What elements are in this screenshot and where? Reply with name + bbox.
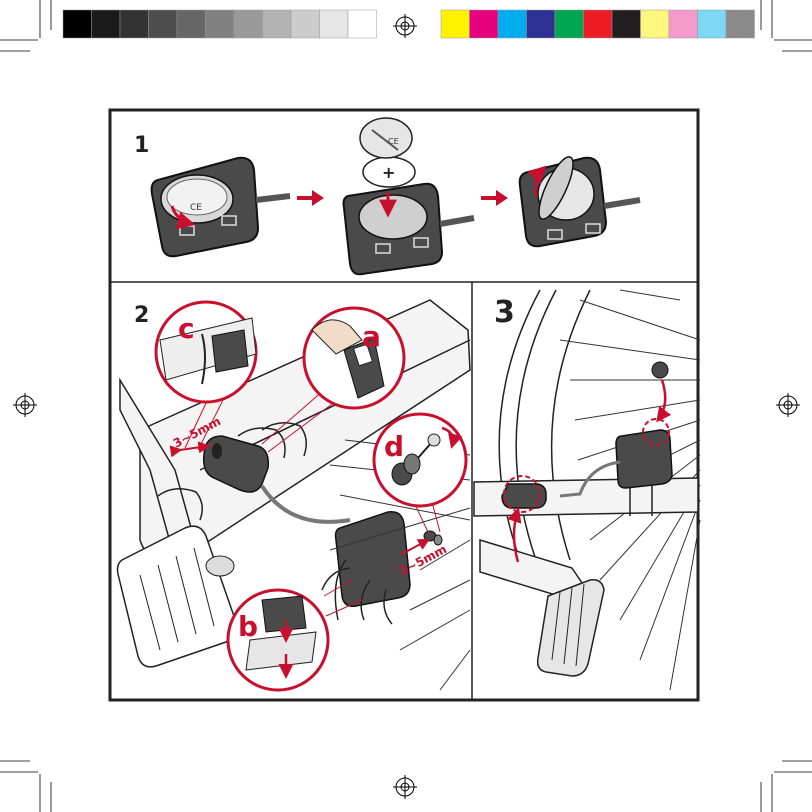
battery-plus-sign: + <box>382 163 395 182</box>
ce-mark-2: CE <box>388 137 399 146</box>
color-swatch <box>206 10 235 38</box>
color-swatch <box>348 10 377 38</box>
step-2-number: 2 <box>134 303 149 328</box>
color-swatch <box>555 10 584 38</box>
color-swatch <box>584 10 613 38</box>
color-swatch <box>92 10 121 38</box>
callout-label-b: b <box>238 610 258 643</box>
step-1-number: 1 <box>134 133 149 158</box>
ce-mark-1: CE <box>190 203 202 213</box>
registration-mark-bottom <box>393 775 417 799</box>
color-swatch <box>263 10 292 38</box>
registration-mark-left <box>13 393 37 417</box>
color-swatch <box>291 10 320 38</box>
color-swatch <box>149 10 178 38</box>
callout-label-c: c <box>178 312 195 345</box>
gray-swatches <box>63 10 377 38</box>
registration-mark-right <box>776 393 800 417</box>
color-swatch <box>527 10 556 38</box>
color-swatch <box>726 10 755 38</box>
callout-label-a: a <box>362 320 381 353</box>
step-3-number: 3 <box>494 295 515 330</box>
color-swatch <box>669 10 698 38</box>
color-swatch <box>320 10 349 38</box>
color-swatch <box>470 10 499 38</box>
color-swatch <box>441 10 470 38</box>
color-swatch <box>612 10 641 38</box>
callout-label-d: d <box>384 430 404 463</box>
spoke-magnet-step3 <box>652 362 668 378</box>
color-swatches <box>441 10 755 38</box>
color-swatch <box>641 10 670 38</box>
color-swatch <box>177 10 206 38</box>
color-swatch <box>698 10 727 38</box>
color-swatch <box>63 10 92 38</box>
color-swatch <box>120 10 149 38</box>
battery-cover <box>360 118 412 158</box>
color-swatch <box>498 10 527 38</box>
registration-mark-top <box>393 14 417 38</box>
color-swatch <box>234 10 263 38</box>
